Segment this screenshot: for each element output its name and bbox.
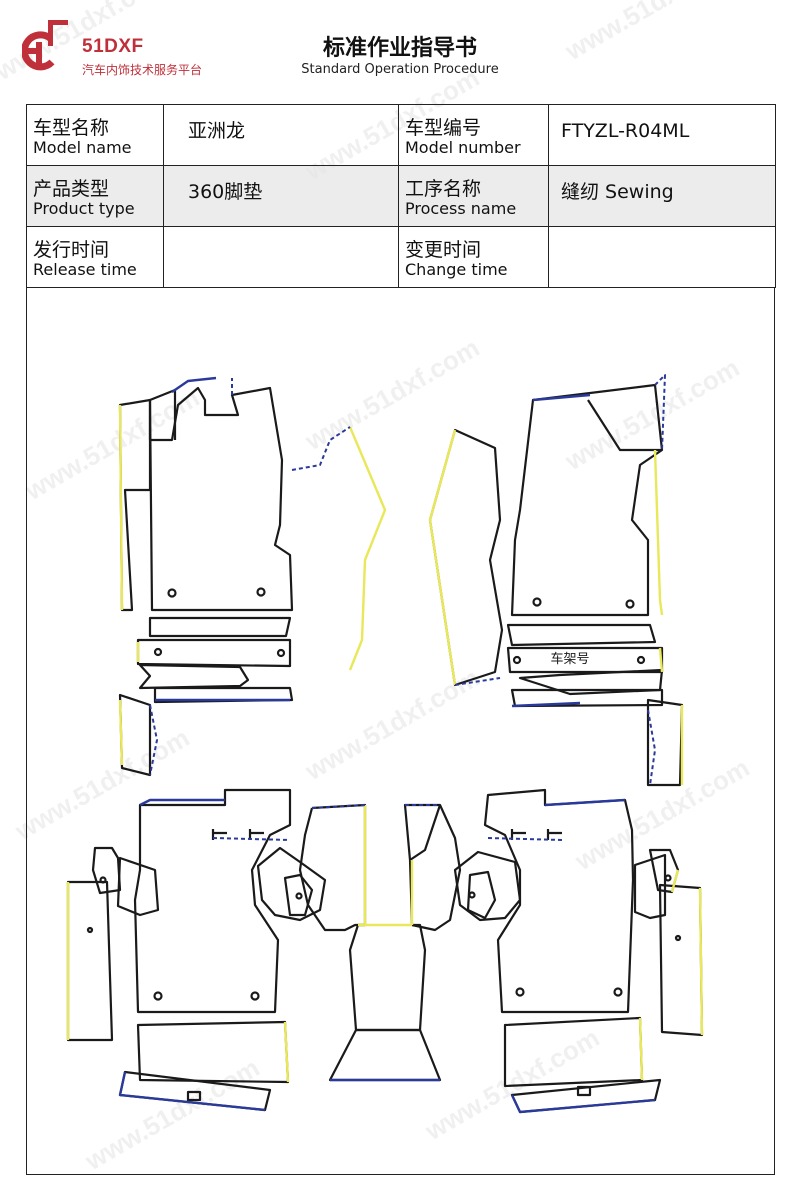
frame-number-label: 车架号 (550, 651, 589, 667)
document-title: 标准作业指导书 (322, 36, 477, 61)
front-right-mat-blue-edges (511, 393, 591, 708)
rear-left-mat-dashed-edges (212, 837, 291, 841)
product-type-value-cell: 360脚垫 (163, 165, 399, 227)
center-tunnel-piece (298, 803, 462, 1082)
front-right-mat-yellow-edges (428, 429, 684, 785)
model-name-value: 亚洲龙 (188, 120, 246, 142)
product-type-value: 360脚垫 (188, 181, 263, 203)
product-type-label-en: Product type (33, 199, 135, 218)
center-tunnel-yellow-edges (358, 805, 414, 927)
model-name-value-cell: 亚洲龙 (163, 104, 399, 166)
document-header: 51DXF 汽车内饰技术服务平台 标准作业指导书 Standard Operat… (0, 0, 800, 100)
brand-tagline: 汽车内饰技术服务平台 (82, 63, 203, 77)
model-name-label-cn: 车型名称 (33, 117, 110, 139)
process-name-value: 缝纫 Sewing (561, 181, 674, 203)
model-number-label-cn: 车型编号 (405, 117, 482, 139)
pattern-drawing-frame (26, 288, 775, 1175)
center-tunnel-dashed-edges (311, 804, 440, 809)
rear-right-mat-yellow-edges (638, 869, 704, 1081)
model-number-value: FTYZL-R04ML (561, 120, 690, 142)
release-time-label-cn: 发行时间 (33, 239, 110, 261)
document-subtitle: Standard Operation Procedure (301, 62, 499, 77)
rear-left-mat-blue-edges (118, 798, 266, 1112)
front-left-mat-piece (118, 386, 294, 777)
process-name-label-en: Process name (405, 199, 517, 218)
model-number-value-cell: FTYZL-R04ML (548, 104, 776, 166)
front-left-mat-dashed-edges (149, 378, 351, 776)
front-right-mat-dashed-edges (454, 374, 666, 786)
front-left-mat-yellow-edges (118, 404, 387, 766)
rear-right-mat-blue-edges (510, 798, 656, 1114)
product-type-label-cn: 产品类型 (33, 178, 110, 200)
rear-right-mat-dashed-edges (487, 837, 563, 841)
release-time-value-cell (163, 226, 399, 288)
front-right-mat-piece (428, 383, 684, 787)
process-name-value-cell: 缝纫 Sewing (548, 165, 776, 227)
change-time-label-cn: 变更时间 (405, 239, 482, 261)
change-time-value (549, 227, 775, 241)
front-left-mat-blue-edges (155, 376, 290, 702)
model-number-label-en: Model number (405, 138, 521, 157)
change-time-value-cell (548, 226, 776, 288)
change-time-label-en: Change time (405, 260, 508, 279)
process-name-label-cn: 工序名称 (405, 178, 482, 200)
rear-left-mat-yellow-edges (66, 882, 290, 1083)
rear-right-mat-piece (453, 788, 704, 1114)
brand-name: 51DXF (82, 36, 144, 57)
release-time-value (164, 227, 398, 241)
51dxf-logo-icon (22, 20, 68, 71)
model-name-label-en: Model name (33, 138, 132, 157)
release-time-label-en: Release time (33, 260, 137, 279)
